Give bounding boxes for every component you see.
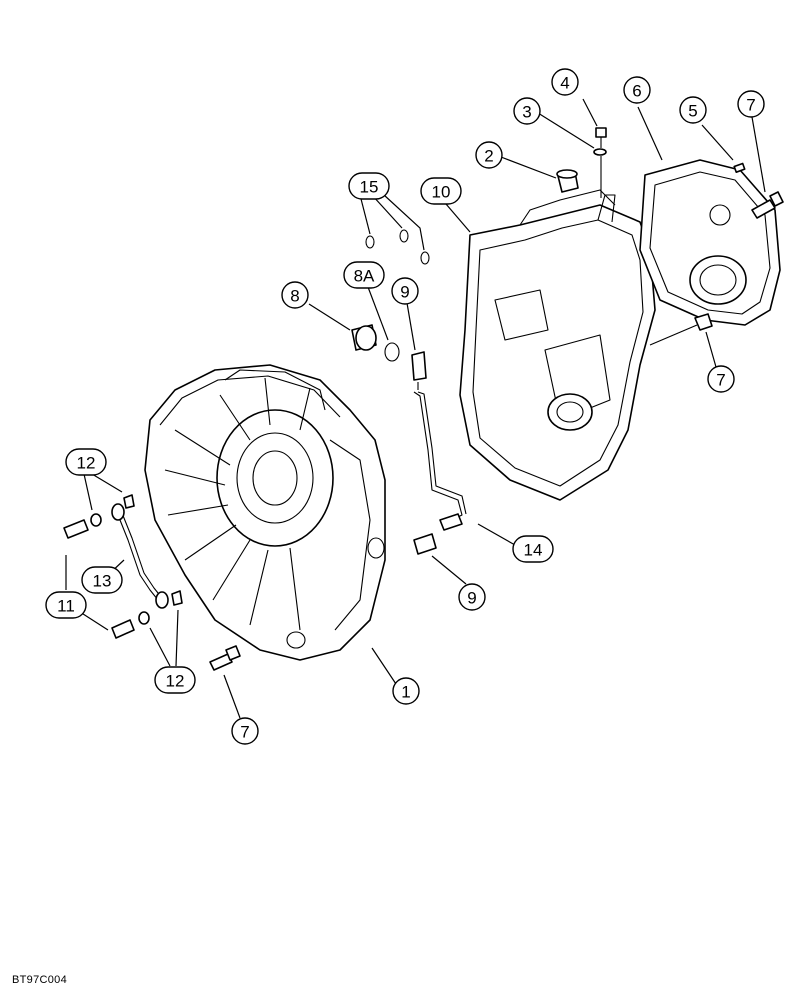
svg-text:8A: 8A (354, 267, 375, 286)
cover-bolt-lower (649, 313, 713, 346)
callout-9-upper: 9 (391, 277, 419, 305)
bolt-and-washer-top (593, 127, 607, 198)
svg-text:10: 10 (432, 183, 451, 202)
figure-reference-code: BT97C004 (12, 974, 67, 986)
o-ring-8a (384, 342, 400, 362)
callout-3: 3 (513, 97, 541, 125)
cover-bolt-upper (751, 191, 784, 219)
drain-plug (556, 169, 579, 193)
callout-8a: 8A (343, 261, 385, 289)
svg-text:3: 3 (522, 103, 531, 122)
callout-14: 14 (512, 535, 554, 563)
rear-cover-plate (639, 159, 781, 326)
dowel-pin (733, 162, 746, 173)
svg-text:1: 1 (401, 683, 410, 702)
svg-text:12: 12 (166, 672, 185, 691)
callout-12-lower: 12 (154, 666, 196, 694)
callout-10: 10 (420, 177, 462, 205)
svg-text:12: 12 (77, 454, 96, 473)
svg-text:7: 7 (716, 371, 725, 390)
o-rings-15 (365, 229, 430, 265)
callout-13: 13 (81, 566, 123, 594)
callout-1: 1 (392, 677, 420, 705)
callout-12-upper: 12 (65, 448, 107, 476)
svg-text:14: 14 (524, 541, 543, 560)
callout-4: 4 (551, 68, 579, 96)
callout-6: 6 (623, 76, 651, 104)
callout-8: 8 (281, 281, 309, 309)
plug-8 (351, 324, 377, 351)
callout-11: 11 (45, 591, 87, 619)
callout-15: 15 (348, 172, 390, 200)
callout-2: 2 (475, 141, 503, 169)
svg-text:6: 6 (632, 82, 641, 101)
svg-text:4: 4 (560, 74, 569, 93)
housing-bolt-lower (209, 645, 241, 671)
callout-9-lower: 9 (458, 583, 486, 611)
callout-7-lower: 7 (231, 717, 259, 745)
svg-text:9: 9 (400, 283, 409, 302)
leader-lines (65, 98, 766, 719)
fitting-and-tube (411, 351, 467, 555)
svg-text:15: 15 (360, 178, 379, 197)
callout-7-middle: 7 (707, 365, 735, 393)
svg-text:7: 7 (240, 723, 249, 742)
callout-7-upper: 7 (737, 90, 765, 118)
svg-text:13: 13 (93, 572, 112, 591)
svg-text:11: 11 (57, 597, 75, 616)
svg-text:5: 5 (688, 102, 697, 121)
svg-text:7: 7 (746, 96, 755, 115)
ground-strap-assembly (63, 494, 183, 639)
svg-text:2: 2 (484, 147, 493, 166)
callout-5: 5 (679, 96, 707, 124)
svg-text:8: 8 (290, 287, 299, 306)
bell-housing (144, 364, 386, 661)
svg-text:9: 9 (467, 589, 476, 608)
transmission-housing (459, 189, 656, 501)
